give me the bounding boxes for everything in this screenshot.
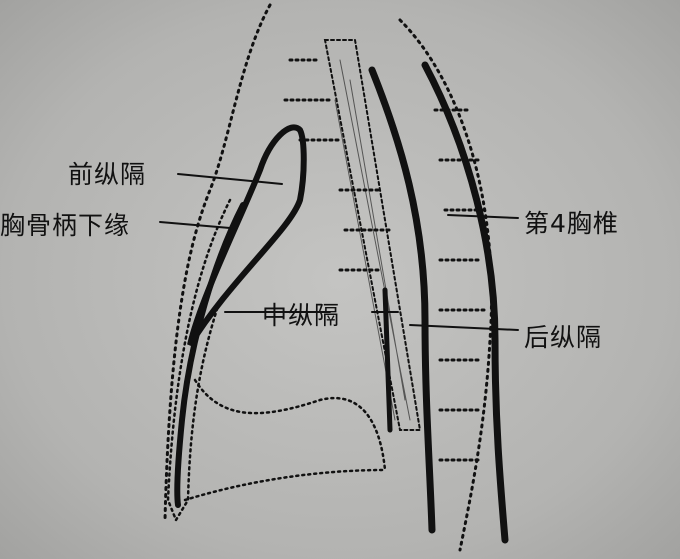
posterior-outline: [398, 18, 494, 552]
vertebra-anterior-line: [368, 66, 436, 534]
trachea-outline: [323, 39, 422, 431]
diaphragm-outline: [183, 468, 387, 502]
trachea-hatching: [334, 59, 411, 421]
outer-chest-outline: [163, 3, 272, 522]
leader-anterior: [177, 173, 283, 185]
label-anterior-mediastinum: 前纵隔: [68, 160, 147, 189]
label-sternal-manubrium: 胸骨柄下缘: [0, 211, 131, 240]
vessel-dots: [283, 58, 392, 272]
leader-vertebra: [447, 214, 519, 219]
middle-posterior-boundary: [382, 287, 393, 433]
label-fourth-thoracic-vertebra: 第4胸椎: [524, 209, 619, 238]
anterior-mediastinum-outline: [187, 124, 307, 347]
sternum-outline: [166, 198, 232, 523]
label-middle-mediastinum: 中纵隔: [262, 301, 341, 330]
sternum-line: [174, 202, 246, 508]
spine-dots: [433, 108, 487, 462]
leader-posterior: [409, 324, 519, 331]
middle-mediastinum-outline: [193, 378, 387, 472]
vertebra-posterior-line: [421, 61, 509, 544]
leader-manubrium: [159, 221, 231, 229]
label-posterior-mediastinum: 后纵隔: [524, 323, 603, 352]
